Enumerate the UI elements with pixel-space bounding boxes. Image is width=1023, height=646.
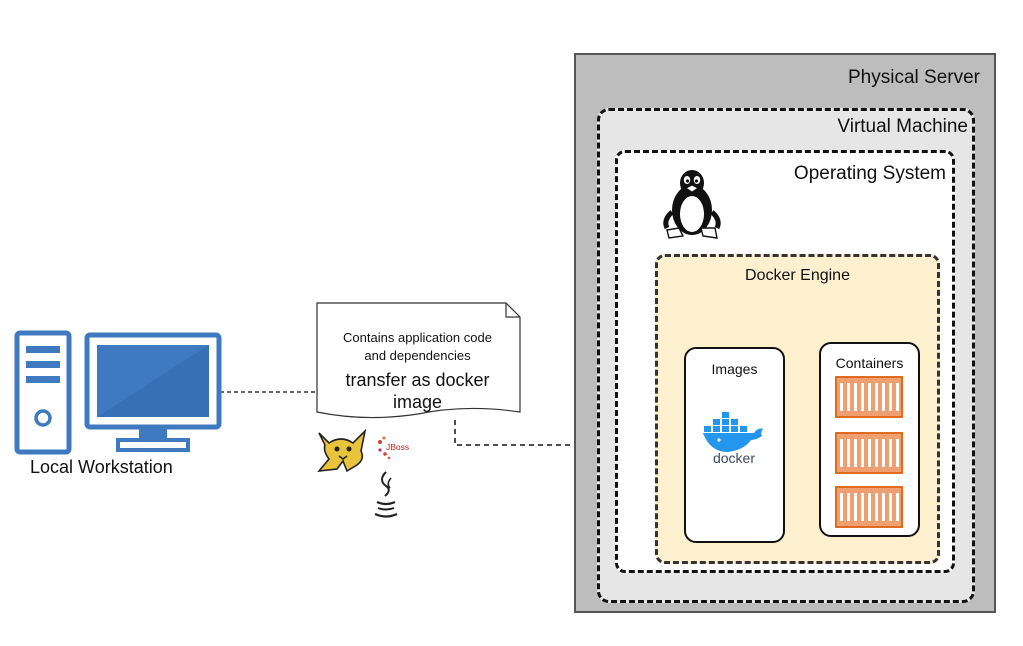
note-text-large: transfer as docker image — [316, 369, 519, 413]
operating-system-label: Operating System — [793, 163, 946, 184]
tomcat-icon — [317, 428, 367, 473]
containers-label: Containers — [835, 355, 904, 371]
computer-tower-icon — [14, 330, 72, 455]
note-line-2: and dependencies — [364, 348, 471, 363]
note-line-3: transfer as docker — [345, 370, 490, 390]
linux-tux-icon — [663, 170, 721, 239]
shipping-container-icon — [835, 432, 903, 474]
note-line-4: image — [392, 392, 443, 412]
docker-engine-label: Docker Engine — [745, 267, 850, 284]
local-workstation-label: Local Workstation — [30, 457, 173, 477]
physical-server-label: Physical Server — [848, 67, 980, 88]
shipping-container-icon — [835, 376, 903, 418]
docker-whale-icon: docker — [703, 412, 763, 466]
note-document-icon — [316, 302, 521, 419]
java-icon — [374, 471, 398, 518]
note-line-1: Contains application code — [343, 330, 492, 345]
images-label: Images — [711, 361, 758, 377]
virtual-machine-label: Virtual Machine — [837, 116, 968, 137]
docker-logo-text: docker — [713, 450, 755, 466]
jboss-icon: JBoss — [378, 436, 409, 460]
shipping-container-icon — [835, 486, 903, 528]
containers-box: Containers — [819, 342, 920, 537]
monitor-icon — [84, 332, 222, 452]
jboss-logo-text: JBoss — [386, 442, 409, 452]
note-text-small: Contains application code and dependenci… — [316, 329, 519, 365]
